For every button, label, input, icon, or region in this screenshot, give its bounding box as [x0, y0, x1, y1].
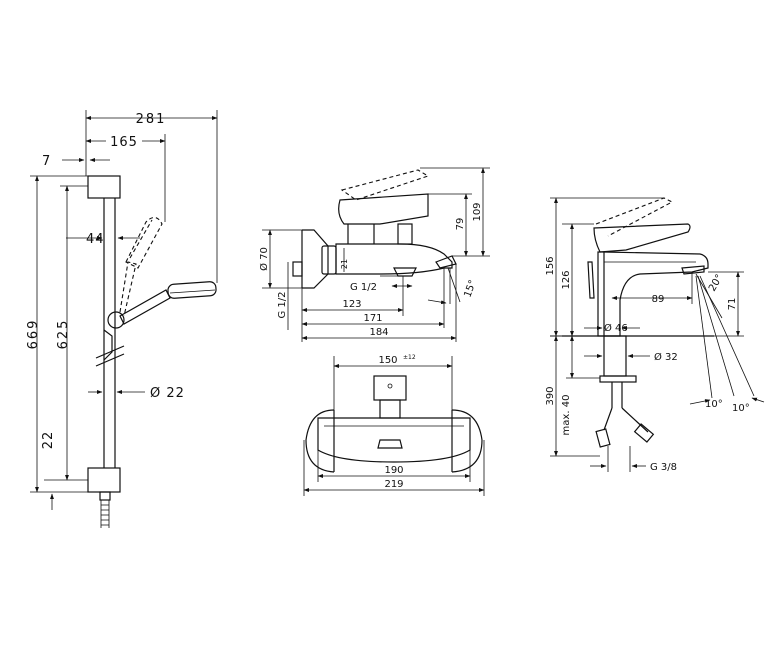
dim-281-label: 281: [136, 112, 167, 127]
dim-150-tolerance: ±12: [403, 354, 416, 361]
wall-connector: [292, 261, 303, 277]
handle-stem: [347, 224, 375, 244]
angle-15-arrow: [427, 299, 447, 305]
dim-165-bg: [106, 133, 142, 147]
top-wall-bracket: [87, 175, 121, 199]
angle-10b-label: 10°: [732, 403, 750, 414]
dim-156-label: 156: [545, 256, 556, 275]
dim-190-label: 190: [384, 465, 403, 476]
tilted-shower-head: [125, 216, 163, 269]
hose-bends: [603, 407, 649, 433]
angle-10a-arrow: [689, 399, 711, 405]
angle-10a-label: 10°: [705, 399, 723, 410]
basin-mixer-drawing: 156 126 89 71 20° Ø 46 Ø 32 390 max. 40: [545, 197, 765, 473]
slider-body: [103, 329, 113, 361]
g12-bottom-label: G 1/2: [350, 282, 377, 293]
angle-10a-line-1: [695, 275, 713, 399]
dim-219-label: 219: [384, 479, 403, 490]
wall-flange: [301, 229, 329, 289]
raised-handle-outline: [340, 169, 430, 201]
dim-184-label: 184: [369, 327, 388, 338]
angle-20-label: 20°: [707, 273, 725, 294]
dim-79-label: 79: [455, 218, 466, 231]
shower-head-line: [169, 289, 216, 294]
spout-outlet: [393, 267, 417, 277]
diverter-knob: [397, 223, 413, 245]
basin-lever-handle: [593, 223, 691, 253]
angle-15-label: 15°: [462, 279, 478, 299]
tilted-shower-line: [129, 219, 153, 259]
bath-mixer-front-view: 150 ±12 190 219: [303, 354, 485, 496]
rail-break-2: [95, 353, 125, 367]
tilted-shower-handle: [119, 261, 137, 317]
dim-max40-label: max. 40: [561, 395, 572, 436]
shank: [603, 335, 627, 377]
mixer-body: [335, 243, 453, 275]
dim-126-label: 126: [561, 270, 572, 289]
dim-d70-label: Ø 70: [258, 247, 270, 271]
rail-break-1: [95, 345, 125, 359]
right-eccentric: [451, 409, 483, 473]
hose-end-2: [633, 423, 655, 443]
aerator: [681, 265, 705, 275]
dim-44-label: 44: [86, 232, 105, 247]
dim-109-label: 109: [472, 202, 483, 221]
shower-set-drawing: 281 165 7 44 669 625 22 Ø 22: [26, 110, 218, 528]
dim-123-label: 123: [342, 299, 361, 310]
dim-89-label: 89: [652, 294, 665, 305]
front-outlet: [377, 439, 403, 449]
dim-625-label: 625: [56, 319, 71, 350]
dim-71-label: 71: [727, 298, 738, 311]
popup-rod: [587, 261, 595, 299]
dim-d46-label: Ø 46: [604, 322, 628, 334]
front-handle-dot: [387, 383, 393, 389]
dim-21-label: 21: [340, 259, 349, 269]
angle-10b-arrow: [751, 397, 765, 403]
dim-d32-label: Ø 32: [654, 351, 678, 363]
dim-171-label: 171: [363, 313, 382, 324]
hand-shower-head: [167, 281, 217, 299]
dim-390-label: 390: [545, 386, 556, 405]
spout-tip: [435, 255, 457, 269]
front-body: [317, 417, 471, 463]
g12-side-label: G 1/2: [277, 291, 288, 318]
dim-165-label: 165: [110, 135, 138, 150]
hose-thread: [100, 500, 110, 528]
dim-7-label: 7: [42, 154, 50, 169]
fixing-plate: [599, 375, 637, 383]
angle-10b-line: [699, 275, 755, 397]
front-handle-stem: [379, 399, 401, 419]
hand-shower-handle: [119, 289, 171, 325]
dim-669-label: 669: [26, 319, 41, 350]
basin-raised-handle: [595, 197, 674, 237]
bath-mixer-side-view: 109 79 Ø 70 G 1/2 21 G 1/2 15° 123 171: [258, 167, 490, 342]
dim-d22-label: Ø 22: [150, 386, 185, 401]
angle-10a-line-2: [697, 275, 735, 397]
slider-knob: [107, 311, 125, 329]
connection-nut: [321, 245, 337, 275]
bottom-wall-bracket: [87, 467, 121, 493]
left-eccentric: [305, 409, 335, 473]
hose-end-1: [595, 428, 611, 448]
dim-150-label: 150: [378, 355, 397, 366]
g38-label: G 3/8: [650, 462, 677, 473]
lever-handle: [338, 193, 429, 225]
dim-22-label: 22: [41, 431, 56, 450]
hose-fitting: [99, 491, 111, 501]
